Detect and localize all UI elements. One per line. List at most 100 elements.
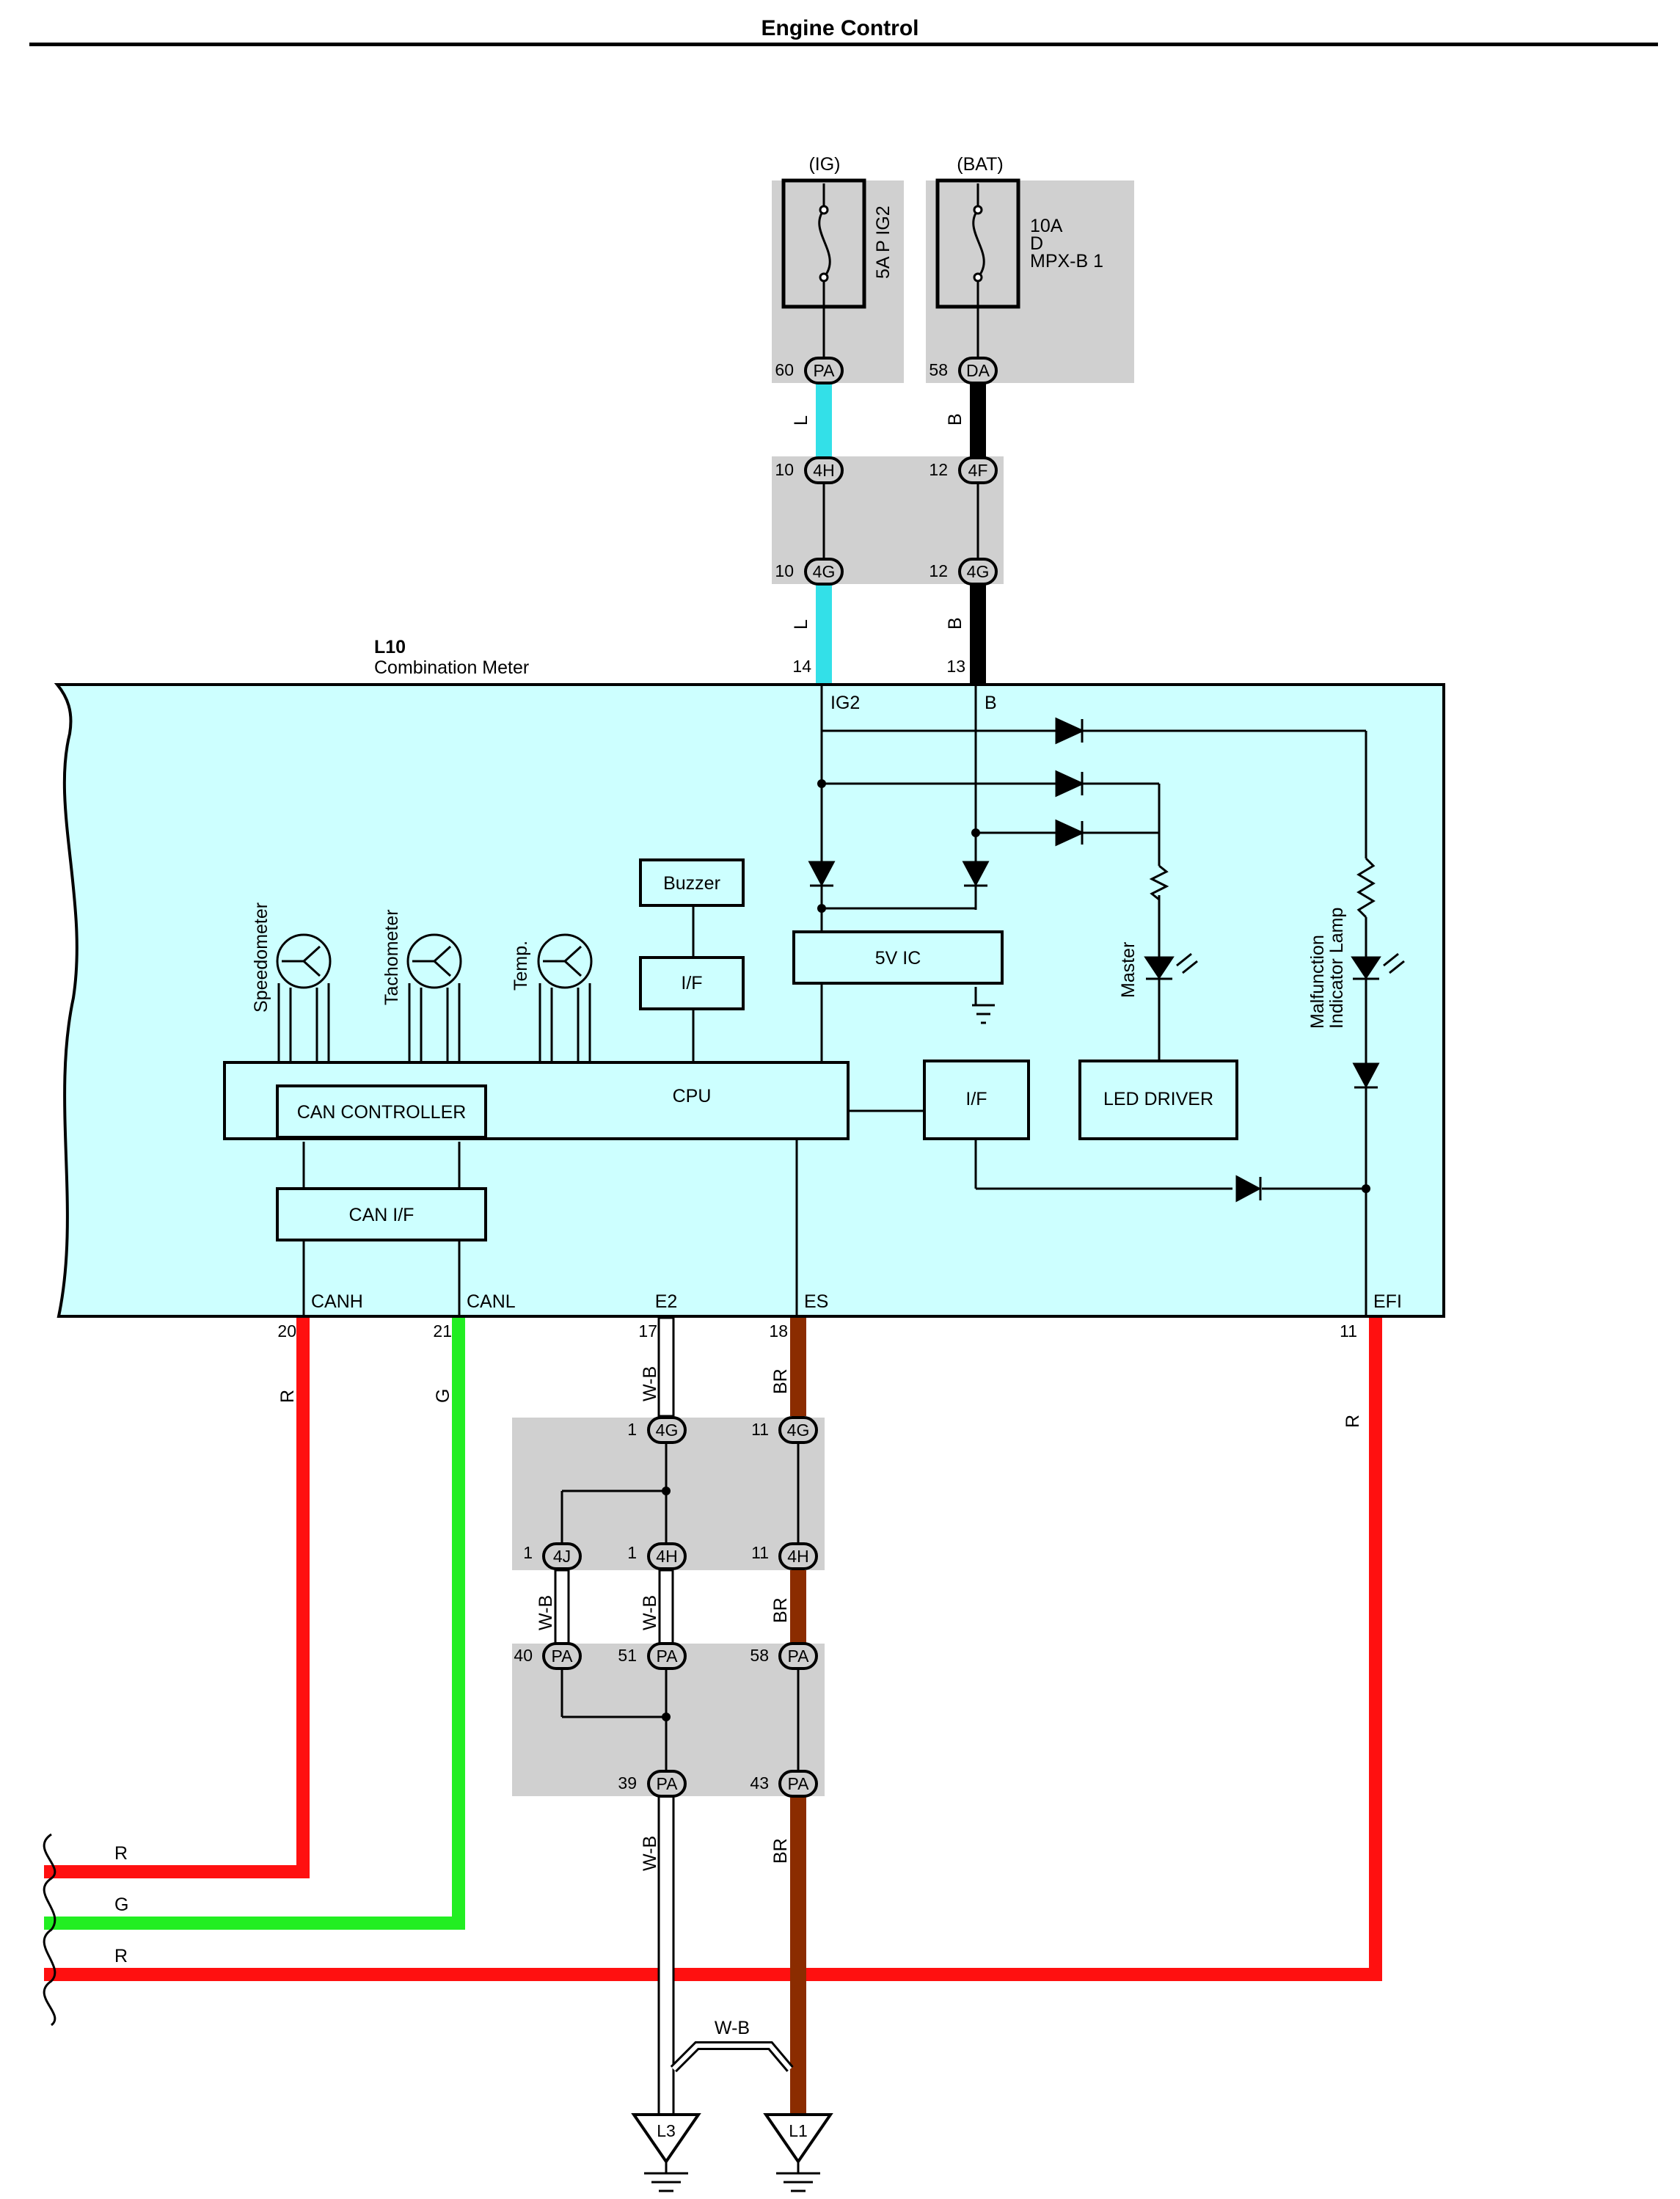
wire-b-lower bbox=[970, 583, 986, 686]
wire-color-b1: B bbox=[945, 413, 965, 426]
combination-meter-body bbox=[54, 683, 1445, 1318]
svg-text:10: 10 bbox=[775, 561, 794, 580]
connector-4g-11: 11 4G bbox=[751, 1416, 818, 1444]
wire-color-g-canl: G bbox=[433, 1389, 453, 1403]
fuse-bat-name: MPX-B 1 bbox=[1030, 251, 1103, 271]
svg-text:PA: PA bbox=[788, 1646, 810, 1666]
meter-name: Combination Meter bbox=[374, 657, 529, 678]
svg-text:DA: DA bbox=[966, 361, 990, 380]
wire-color-wb-bridge: W-B bbox=[715, 2018, 750, 2038]
wire-color-br3: BR bbox=[770, 1838, 791, 1864]
svg-text:4G: 4G bbox=[787, 1421, 810, 1440]
connector-4g-12: 12 4G bbox=[929, 558, 998, 586]
connector-4g-1: 1 4G bbox=[627, 1416, 687, 1444]
diode-symbols bbox=[808, 717, 1380, 1203]
master-label: Master bbox=[1118, 942, 1139, 998]
svg-text:1: 1 bbox=[627, 1420, 637, 1439]
fuse-bat-line2: D bbox=[1030, 233, 1043, 254]
wire-color-b2: B bbox=[945, 617, 965, 630]
pin-21: 21 bbox=[433, 1321, 452, 1341]
if-label-cpu: I/F bbox=[965, 1089, 987, 1109]
wire-color-wb4: W-B bbox=[640, 1836, 660, 1871]
wire-l-lower bbox=[816, 583, 832, 686]
ground-l3-label: L3 bbox=[657, 2121, 676, 2140]
svg-text:11: 11 bbox=[751, 1543, 769, 1562]
junction-dot-wb-upper bbox=[662, 1487, 671, 1495]
meter-code: L10 bbox=[374, 637, 406, 657]
svg-text:PA: PA bbox=[552, 1646, 574, 1666]
svg-text:4G: 4G bbox=[656, 1421, 679, 1440]
pin-canl-label: CANL bbox=[467, 1291, 516, 1312]
if-box-buzzer bbox=[639, 956, 745, 1010]
wire-b-upper bbox=[970, 382, 986, 462]
svg-text:39: 39 bbox=[618, 1773, 637, 1793]
wire-color-r-canh: R bbox=[277, 1390, 298, 1403]
svg-text:10: 10 bbox=[775, 460, 794, 479]
connector-4j-1: 1 4J bbox=[523, 1542, 582, 1570]
can-if-box bbox=[276, 1187, 487, 1241]
can-controller-box bbox=[276, 1084, 487, 1139]
wire-wb-4h bbox=[658, 1569, 674, 1645]
wire-g-canl bbox=[44, 1318, 465, 1930]
junction-dot-wb-lower bbox=[662, 1713, 671, 1721]
svg-text:43: 43 bbox=[750, 1773, 769, 1793]
page-title: Engine Control bbox=[762, 16, 919, 40]
svg-text:4G: 4G bbox=[813, 562, 836, 581]
svg-text:PA: PA bbox=[657, 1646, 679, 1666]
svg-text:4J: 4J bbox=[553, 1547, 571, 1566]
connector-pa-58: 58 PA bbox=[750, 1642, 818, 1670]
svg-text:4G: 4G bbox=[967, 562, 990, 581]
tachometer-gauge bbox=[406, 933, 462, 1062]
fuse-box-ig bbox=[772, 180, 904, 383]
connector-4g-10: 10 4G bbox=[775, 558, 844, 586]
left-label-g: G bbox=[114, 1895, 128, 1915]
pin-es-label: ES bbox=[804, 1291, 828, 1312]
fuse-box-bat bbox=[926, 180, 1134, 383]
wire-color-br2: BR bbox=[770, 1597, 791, 1623]
speedometer-label: Speedometer bbox=[251, 902, 271, 1013]
svg-text:1: 1 bbox=[523, 1543, 533, 1562]
ground-l3 bbox=[631, 2113, 701, 2192]
left-label-r1: R bbox=[114, 1843, 128, 1864]
wire-br-es bbox=[790, 1318, 806, 2115]
wire-wb-e2 bbox=[657, 1316, 675, 2116]
pin-ig2-label: IG2 bbox=[830, 693, 860, 713]
mil-label-1: Malfunction bbox=[1307, 935, 1328, 1029]
pin-11: 11 bbox=[1340, 1321, 1357, 1341]
if-label-buzzer: I/F bbox=[681, 973, 702, 993]
wire-color-br1: BR bbox=[770, 1368, 791, 1394]
buzzer-label: Buzzer bbox=[663, 873, 720, 894]
connector-da-58: 58 DA bbox=[929, 357, 998, 384]
connector-pa-51: 51 PA bbox=[618, 1642, 687, 1670]
led-driver-label: LED DRIVER bbox=[1103, 1089, 1213, 1109]
connector-4f-12: 12 4F bbox=[929, 456, 998, 484]
mil-label-2: Indicator Lamp bbox=[1326, 908, 1347, 1029]
svg-text:12: 12 bbox=[929, 460, 948, 479]
connector-4h-11: 11 4H bbox=[751, 1542, 818, 1570]
pin-canh-label: CANH bbox=[311, 1291, 363, 1312]
wire-r-efi bbox=[44, 1318, 1382, 1981]
pin-18: 18 bbox=[769, 1321, 788, 1341]
junction-dots bbox=[817, 779, 1370, 1193]
pin-e2-label: E2 bbox=[655, 1291, 678, 1312]
fuse-ig2-name: 5A P IG2 bbox=[873, 205, 894, 279]
svg-text:PA: PA bbox=[814, 361, 836, 380]
ground-l1 bbox=[763, 2113, 833, 2192]
wire-color-wb1: W-B bbox=[640, 1366, 660, 1401]
pin-14: 14 bbox=[792, 657, 811, 676]
bat-supply-label: (BAT) bbox=[957, 154, 1003, 175]
svg-text:58: 58 bbox=[750, 1646, 769, 1665]
left-label-r2: R bbox=[114, 1946, 128, 1966]
wire-color-l2: L bbox=[791, 619, 811, 630]
speedometer-gauge bbox=[276, 933, 332, 1062]
wire-color-l1: L bbox=[791, 415, 811, 426]
svg-text:1: 1 bbox=[627, 1543, 637, 1562]
buzzer-box bbox=[639, 858, 745, 907]
ic-5v-box bbox=[792, 930, 1004, 985]
can-controller-label: CAN CONTROLLER bbox=[297, 1102, 467, 1123]
can-if-label: CAN I/F bbox=[349, 1205, 414, 1225]
pin-17: 17 bbox=[638, 1321, 657, 1341]
svg-text:4H: 4H bbox=[656, 1547, 677, 1566]
temp-label: Temp. bbox=[511, 941, 531, 991]
pin-13: 13 bbox=[946, 657, 965, 676]
